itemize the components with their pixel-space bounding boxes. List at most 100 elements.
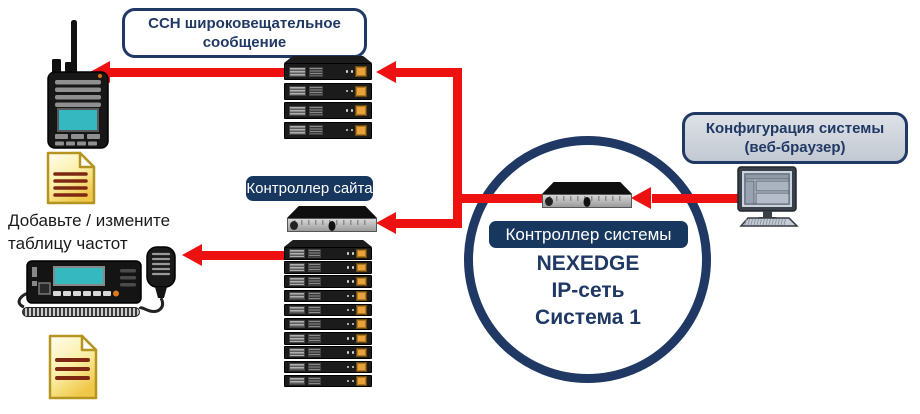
led-dots-icon <box>345 109 348 112</box>
frequency-table-note: Добавьте / измените таблицу частот <box>8 209 208 255</box>
repeater-units-top <box>284 63 372 139</box>
arrow-pc-to-system-controller-head-icon <box>631 187 651 209</box>
repeater-stack-site-icon <box>284 240 372 388</box>
repeater-unit-icon <box>284 346 372 359</box>
repeater-unit-icon <box>284 332 372 345</box>
label-tag-icon <box>355 124 367 136</box>
repeater-unit-icon <box>284 247 372 260</box>
repeater-unit-icon <box>284 102 372 119</box>
repeater-unit-icon <box>284 63 372 80</box>
vent-grille-icon <box>289 249 305 258</box>
repeater-stack-top-icon <box>284 56 372 139</box>
desktop-computer-icon <box>737 166 799 227</box>
vent-grille-icon <box>289 348 305 357</box>
arrow-to-site-controller-head-icon <box>376 212 396 234</box>
vent-grille-icon <box>289 125 306 135</box>
frequency-document-bottom-icon <box>48 334 98 400</box>
arrow-to-top-stack-line <box>394 68 457 77</box>
arrow-stack-to-portable-line <box>108 68 286 77</box>
controller-front <box>542 194 632 208</box>
led-dots-icon <box>346 322 349 326</box>
vent-grille-icon <box>309 86 323 96</box>
vent-grille-icon <box>289 263 305 272</box>
led-dots-icon <box>346 351 349 354</box>
nexedge-line3: Система 1 <box>535 306 641 329</box>
repeater-unit-icon <box>284 360 372 373</box>
vent-grille-icon <box>289 291 305 301</box>
frequency-note-line2: таблицу частот <box>8 234 128 253</box>
vent-grille-icon <box>289 319 305 329</box>
label-tag-icon <box>356 262 367 273</box>
controller-front <box>287 218 377 232</box>
vent-grille-icon <box>289 334 305 343</box>
stack-top-face <box>284 240 372 247</box>
vent-grille-icon <box>309 66 323 77</box>
vent-grille-icon <box>308 263 321 272</box>
vent-grille-icon <box>289 376 305 386</box>
controller-lid <box>542 182 632 194</box>
system-controller-badge: Контроллер системы <box>489 221 688 248</box>
repeater-units-site <box>284 247 372 388</box>
label-tag-icon <box>355 85 367 97</box>
repeater-unit-icon <box>284 121 372 139</box>
led-dots-icon <box>346 337 349 340</box>
frequency-document-top-icon <box>46 151 96 205</box>
label-tag-icon <box>356 291 367 301</box>
site-controller-label: Контроллер сайта <box>246 180 373 197</box>
led-dots-icon <box>346 308 349 312</box>
led-dots-icon <box>346 365 349 368</box>
led-dots-icon <box>346 379 349 383</box>
led-dots-icon <box>345 128 348 132</box>
cch-broadcast-line2: сообщение <box>202 34 287 51</box>
arrow-to-site-controller-line <box>394 219 457 228</box>
vent-grille-icon <box>289 66 306 77</box>
vent-grille-icon <box>308 376 321 386</box>
vent-grille-icon <box>308 334 321 343</box>
label-tag-icon <box>356 305 367 315</box>
vent-grille-icon <box>289 362 305 371</box>
vent-grille-icon <box>308 348 321 357</box>
frequency-note-line1: Добавьте / измените <box>8 211 171 230</box>
label-tag-icon <box>355 66 367 77</box>
repeater-unit-icon <box>284 317 372 331</box>
system-controller-label: Контроллер системы <box>505 224 672 244</box>
vent-grille-icon <box>308 291 321 301</box>
site-controller-badge: Контроллер сайта <box>246 176 373 201</box>
led-dots-icon <box>346 294 349 298</box>
repeater-unit-icon <box>284 289 372 303</box>
vent-grille-icon <box>308 277 321 286</box>
arrow-to-top-stack-head-icon <box>376 61 396 83</box>
repeater-unit-icon <box>284 275 372 288</box>
vent-grille-icon <box>289 277 305 286</box>
repeater-unit-icon <box>284 82 372 100</box>
arrow-stack-to-mobile-line <box>200 251 288 260</box>
nexedge-network-title: NEXEDGE IP-сеть Система 1 <box>466 250 710 331</box>
controller-knob-icon <box>290 221 298 230</box>
controller-knob-icon <box>545 197 553 206</box>
vent-grille-icon <box>308 305 321 315</box>
vent-grille-icon <box>309 125 323 135</box>
led-dots-icon <box>346 252 349 255</box>
arrow-system-controller-vertical-line <box>453 68 462 228</box>
led-dots-icon <box>345 89 348 93</box>
cch-broadcast-callout: ССН широковещательное сообщение <box>122 8 367 58</box>
vent-grille-icon <box>289 105 306 116</box>
arrow-stack-to-mobile-head-icon <box>182 244 202 266</box>
mobile-radio-with-mic-icon <box>17 246 176 313</box>
label-tag-icon <box>356 362 367 372</box>
repeater-unit-icon <box>284 303 372 317</box>
controller-oval-icon <box>583 196 591 207</box>
stack-top-face <box>284 56 372 63</box>
arrow-system-controller-main-line <box>458 194 548 203</box>
vent-grille-icon <box>308 249 321 258</box>
nexedge-line1: NEXEDGE <box>536 252 640 275</box>
label-tag-icon <box>356 276 367 287</box>
arrow-pc-to-system-controller-line <box>652 194 740 203</box>
label-tag-icon <box>356 376 367 386</box>
repeater-unit-icon <box>284 261 372 274</box>
label-tag-icon <box>355 105 367 116</box>
vent-grille-icon <box>289 86 306 96</box>
vent-grille-icon <box>308 319 321 329</box>
system-config-callout: Конфигурация системы (веб-браузер) <box>682 112 908 164</box>
